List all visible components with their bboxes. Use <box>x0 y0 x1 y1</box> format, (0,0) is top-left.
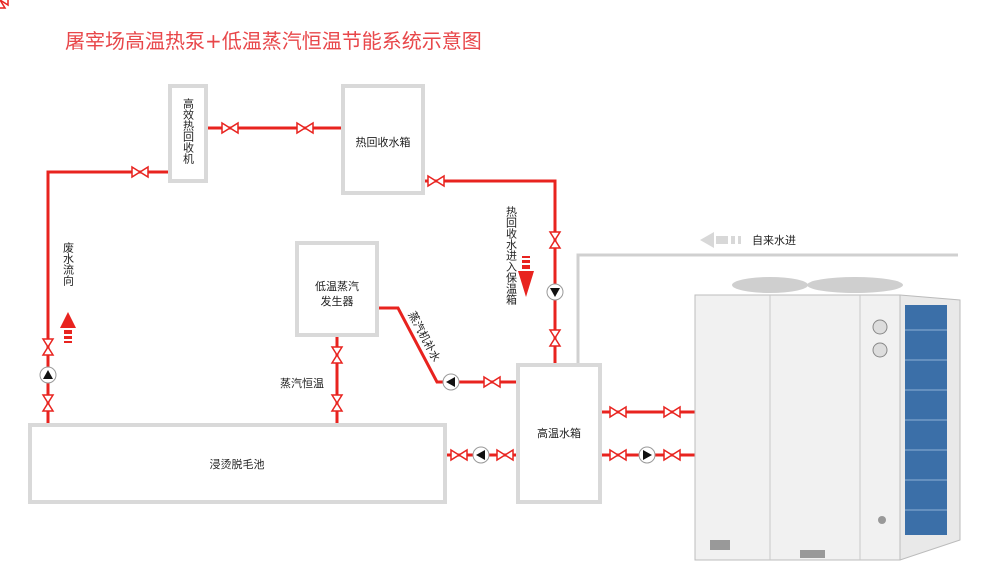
valve-icon <box>483 376 501 388</box>
scalding-pool-box <box>28 423 447 504</box>
valve-icon <box>131 166 149 178</box>
high-temp-tank-box <box>516 363 602 504</box>
recovered-water-label: 热回收水进入保温箱 <box>505 206 518 306</box>
valve-icon <box>331 394 343 412</box>
down-flow-arrow-icon <box>518 256 534 297</box>
valve-icon <box>609 406 627 418</box>
heat-recovery-tank-label: 热回收水箱 <box>356 135 411 149</box>
valve-icon <box>609 449 627 461</box>
recovered-water-pipe <box>423 179 557 365</box>
up-flow-arrow-icon <box>60 312 76 343</box>
pump-icon <box>39 366 57 384</box>
valve-icon <box>663 449 681 461</box>
pump-icon <box>546 283 564 301</box>
heat-recovery-tank-box <box>341 84 425 195</box>
waste-water-pipe <box>46 170 170 425</box>
gauge-icon <box>872 342 888 358</box>
steam-makeup-pipe <box>377 306 518 384</box>
scalding-pool-label: 浸烫脱毛池 <box>210 457 265 471</box>
valve-icon <box>663 406 681 418</box>
left-flow-arrow-icon <box>700 232 741 248</box>
valve-icon <box>496 449 514 461</box>
tap-water-label: 自来水进 <box>752 234 796 247</box>
steam-generator-box <box>295 241 379 337</box>
diagram-title: 屠宰场高温热泵+低温蒸汽恒温节能系统示意图 <box>65 29 482 53</box>
valve-icon <box>549 329 561 347</box>
steam-constant-temp-label: 蒸汽恒温 <box>280 376 324 390</box>
steam-generator-label-2: 发生器 <box>321 294 354 308</box>
waste-water-flow-label: 废水流向 <box>62 241 75 286</box>
valve-icon <box>450 449 468 461</box>
valves <box>0 0 681 461</box>
heat-pump-unit <box>694 277 961 561</box>
valve-icon <box>42 338 54 356</box>
valve-icon <box>296 122 314 134</box>
pump-icon <box>638 446 656 464</box>
pump-icon <box>442 373 460 391</box>
valve-icon <box>549 231 561 249</box>
valve-icon <box>221 122 239 134</box>
heat-recovery-machine-box <box>168 84 208 183</box>
valve-icon <box>427 175 445 187</box>
valve-icon <box>42 394 54 412</box>
pump-icon <box>472 446 490 464</box>
gauge-icon <box>872 319 888 335</box>
high-temp-tank-label: 高温水箱 <box>537 426 581 440</box>
tap-water-pipe <box>576 253 958 365</box>
steam-generator-label-1: 低温蒸汽 <box>315 279 359 293</box>
heat-recovery-machine-label: 高效热回收机 <box>182 97 195 164</box>
valve-icon <box>331 346 343 364</box>
